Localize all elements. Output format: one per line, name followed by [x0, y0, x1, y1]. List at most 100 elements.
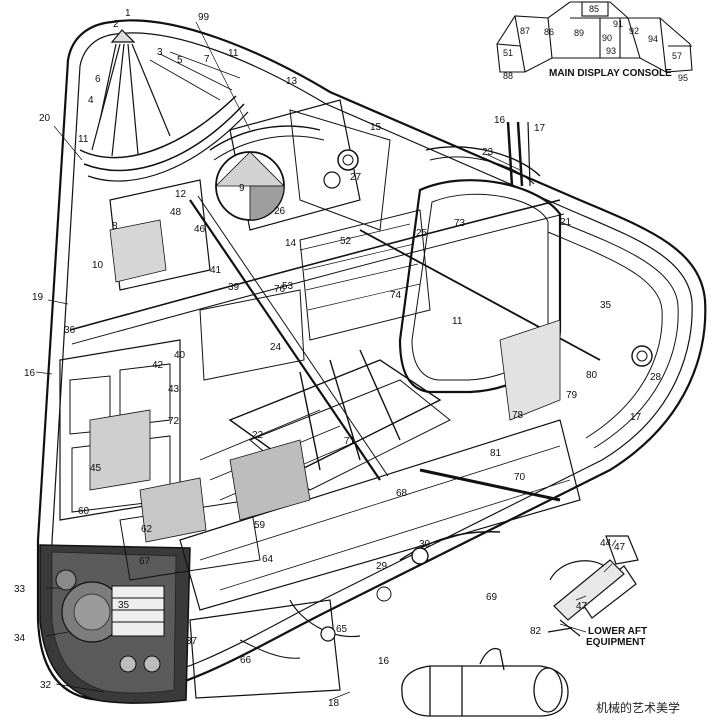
- portholes: [320, 149, 653, 642]
- callout-1: 1: [125, 8, 131, 19]
- callout-82: 82: [530, 626, 542, 637]
- callout-78: 78: [512, 410, 524, 421]
- callout-34: 34: [14, 633, 26, 644]
- console-panel-85: 85: [589, 4, 599, 14]
- callout-22: 22: [252, 430, 264, 441]
- console-panel-86: 86: [544, 27, 554, 37]
- console-panel-labels: 85 86 87 89 90 91 92 93 94 88 95 51 57 M…: [503, 4, 688, 83]
- callout-52: 52: [340, 236, 352, 247]
- callout-23: 23: [482, 147, 494, 158]
- callout-46: 46: [194, 224, 206, 235]
- callout-30: 30: [419, 539, 431, 550]
- callout-74: 74: [390, 290, 402, 301]
- callout-39: 39: [228, 282, 240, 293]
- callout-67: 67: [139, 556, 151, 567]
- callout-43: 43: [168, 384, 180, 395]
- callout-8: 8: [112, 221, 118, 232]
- callout-70: 70: [514, 472, 526, 483]
- callout-45: 45: [90, 463, 102, 474]
- callout-40: 40: [174, 350, 186, 361]
- callout-65: 65: [336, 624, 348, 635]
- callout-14: 14: [285, 238, 297, 249]
- callout-60: 60: [78, 506, 90, 517]
- callout-25: 25: [416, 228, 428, 239]
- callout-62: 62: [141, 524, 153, 535]
- callout-19: 19: [32, 292, 44, 303]
- console-panel-92: 92: [629, 26, 639, 36]
- callout-29: 29: [376, 561, 388, 572]
- callout-47-b: 47: [576, 601, 588, 612]
- callout-33: 33: [14, 584, 26, 595]
- callout-44: 44: [600, 538, 612, 549]
- callout-9: 9: [239, 183, 245, 194]
- aft-heat-shield: [39, 544, 191, 704]
- callout-42: 42: [152, 360, 164, 371]
- callout-13: 13: [286, 76, 298, 87]
- callout-36: 36: [64, 325, 76, 336]
- oxygen-tank: [215, 151, 285, 221]
- callout-26: 26: [274, 206, 286, 217]
- callout-2: 2: [113, 19, 119, 30]
- callout-4: 4: [88, 95, 94, 106]
- watermark: 机械的艺术美学: [596, 700, 680, 715]
- callout-64: 64: [262, 554, 274, 565]
- callout-16-a: 16: [494, 115, 506, 126]
- console-panel-87: 87: [520, 26, 530, 36]
- callout-7: 7: [204, 54, 210, 65]
- callout-66: 66: [240, 655, 252, 666]
- callout-numbers: 1 2 3 4 5 6 7 8 9 10 11 11 11 12 13 14 1…: [14, 8, 662, 709]
- callout-17-b: 17: [630, 412, 642, 423]
- callout-11-c: 11: [452, 316, 463, 327]
- console-title: MAIN DISPLAY CONSOLE: [549, 68, 672, 79]
- console-panel-57: 57: [672, 51, 682, 61]
- callout-47-a: 47: [614, 542, 626, 553]
- callout-21: 21: [560, 217, 572, 228]
- callout-79: 79: [566, 390, 578, 401]
- callout-99: 99: [198, 12, 210, 23]
- console-panel-89: 89: [574, 28, 584, 38]
- callout-37: 37: [186, 636, 198, 647]
- callout-53: 53: [282, 281, 294, 292]
- callout-80: 80: [586, 370, 598, 381]
- callout-12: 12: [175, 189, 187, 200]
- console-panel-90: 90: [602, 33, 612, 43]
- equipment-label-line-2: EQUIPMENT: [586, 637, 645, 648]
- console-panel-91: 91: [613, 19, 623, 29]
- console-panel-93: 93: [606, 46, 616, 56]
- callout-27: 27: [350, 172, 362, 183]
- callout-81: 81: [490, 448, 502, 459]
- lower-aft-equipment-label: LOWER AFT EQUIPMENT: [586, 626, 647, 648]
- callout-28: 28: [650, 372, 662, 383]
- callout-11-b: 11: [228, 48, 239, 59]
- equipment-label-line-1: LOWER AFT: [588, 626, 647, 637]
- lower-aft-equipment: [547, 535, 639, 637]
- callout-48: 48: [170, 207, 182, 218]
- callout-6: 6: [95, 74, 101, 85]
- callout-16-c: 16: [378, 656, 390, 667]
- console-panel-95: 95: [678, 73, 688, 83]
- main-display-console: [496, 1, 693, 73]
- callout-69: 69: [486, 592, 498, 603]
- survival-kit-cylinder: [401, 647, 569, 717]
- callout-10: 10: [92, 260, 104, 271]
- callout-16-b: 16: [24, 368, 36, 379]
- callout-71: 71: [344, 436, 356, 447]
- callout-76: 76: [274, 284, 286, 295]
- console-panel-88: 88: [503, 71, 513, 81]
- console-panel-94: 94: [648, 34, 658, 44]
- docking-probe: [79, 29, 249, 182]
- callout-72: 72: [168, 416, 180, 427]
- callout-32: 32: [40, 680, 52, 691]
- callout-17-a: 17: [534, 123, 546, 134]
- callout-68: 68: [396, 488, 408, 499]
- callout-24: 24: [270, 342, 282, 353]
- callout-11-a: 11: [78, 134, 89, 145]
- callout-15: 15: [370, 122, 382, 133]
- callout-3: 3: [157, 47, 163, 58]
- callout-35-b: 35: [118, 600, 130, 611]
- callout-5: 5: [177, 55, 183, 66]
- callout-20: 20: [39, 113, 51, 124]
- callout-73: 73: [454, 218, 466, 229]
